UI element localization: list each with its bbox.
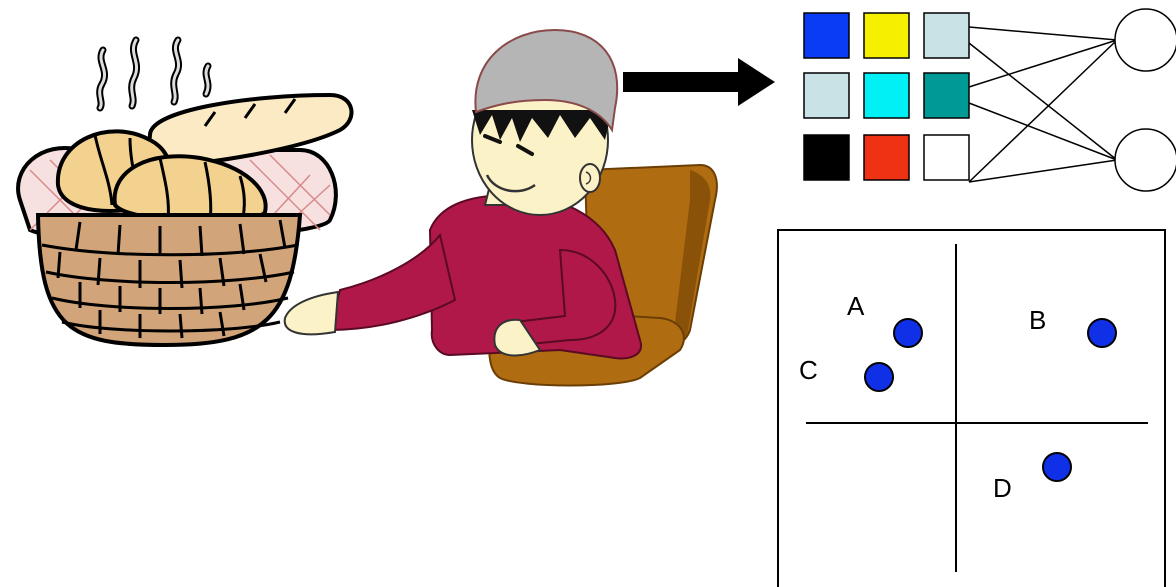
bread-basket-icon <box>18 40 351 345</box>
color-grid <box>804 13 969 180</box>
color-cell-1-1 <box>864 73 909 118</box>
scatter-point-b <box>1088 319 1116 347</box>
output-node <box>1115 129 1176 191</box>
scatter-point-a <box>894 319 922 347</box>
network-edge <box>969 27 1117 40</box>
network-connections <box>969 9 1176 191</box>
scatter-label-d: D <box>993 473 1012 503</box>
scatter-label-c: C <box>799 355 818 385</box>
network-edge <box>969 40 1117 87</box>
scatter-point-d <box>1043 453 1071 481</box>
scatter-label-a: A <box>847 291 865 321</box>
color-cell-1-0 <box>804 73 849 118</box>
color-cell-1-2 <box>924 73 969 118</box>
output-node <box>1115 9 1176 71</box>
scatter-label-b: B <box>1029 305 1046 335</box>
network-edge <box>969 160 1117 182</box>
color-cell-2-0 <box>804 135 849 180</box>
scatter-point-c <box>865 363 893 391</box>
color-cell-0-2 <box>924 13 969 58</box>
quadrant-frame <box>778 230 1165 587</box>
scatter-quadrant: A B C D <box>778 230 1165 587</box>
right-arrow-icon <box>623 58 775 106</box>
color-cell-2-1 <box>864 135 909 180</box>
color-cell-0-0 <box>804 13 849 58</box>
color-cell-2-2 <box>924 135 969 180</box>
color-cell-0-1 <box>864 13 909 58</box>
